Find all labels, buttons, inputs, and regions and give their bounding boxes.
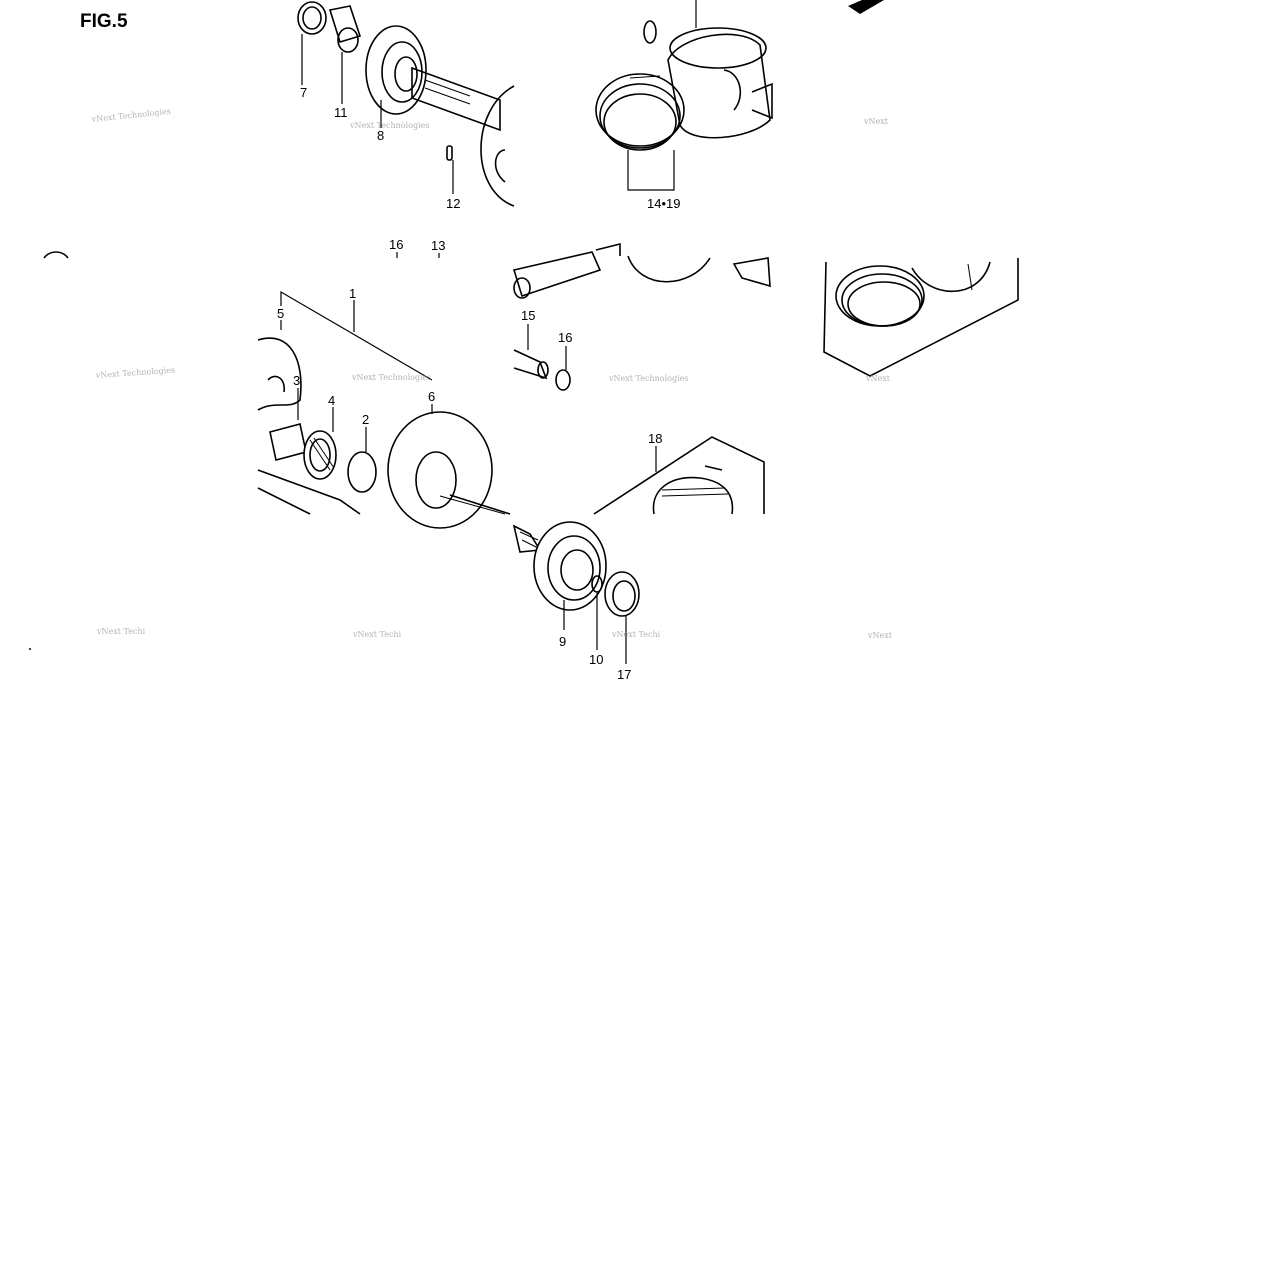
callout-7: 7 (300, 85, 307, 100)
callout-8: 8 (377, 128, 384, 143)
callout-17: 17 (617, 667, 631, 682)
callout-2: 2 (362, 412, 369, 427)
crankshaft-right-assembly (297, 1, 515, 207)
callouts-tile-4: 1 5 3 4 2 6 (277, 286, 435, 452)
crankshaft-bearing-assembly (512, 521, 640, 617)
figure-title: FIG.5 (80, 11, 128, 32)
ring-set-box (823, 258, 1019, 377)
callouts-tile-1: 7 11 8 12 (300, 34, 460, 211)
watermark: vNext Techi (611, 630, 661, 639)
callout-15: 15 (521, 308, 535, 323)
watermark: vNext Technologies (95, 365, 176, 380)
callout-3: 3 (293, 373, 300, 388)
callout-1: 1 (349, 286, 356, 301)
callouts-tile-8: 9 10 17 18 (559, 431, 662, 682)
watermark: vNext Techi (352, 630, 402, 639)
callout-16-top: 16 (389, 237, 403, 252)
callouts-tile-2: 14•19 (627, 150, 680, 211)
callout-18: 18 (648, 431, 662, 446)
crankshaft-left-assembly (257, 337, 511, 529)
watermark: vNext Technologies (90, 107, 171, 124)
piston-assembly (595, 0, 773, 151)
callout-4: 4 (328, 393, 335, 408)
callout-12: 12 (446, 196, 460, 211)
watermark: vNext (865, 374, 891, 383)
piston-kit-box (593, 436, 765, 515)
callouts-mid-top: 16 13 (389, 237, 445, 258)
watermark: vNext Technologies (349, 121, 429, 130)
callouts-tile-5: 15 16 (521, 308, 572, 370)
watermark: vNext Techi (96, 627, 146, 636)
callout-13: 13 (431, 238, 445, 253)
piston-pin-assembly (512, 242, 771, 391)
callout-14-19: 14•19 (647, 196, 680, 211)
callout-6: 6 (428, 389, 435, 404)
front-arrow-icon (848, 0, 884, 14)
watermark: vNext Technologies (351, 373, 431, 382)
callout-5: 5 (277, 306, 284, 321)
callout-10: 10 (589, 652, 603, 667)
arc-fragment (43, 251, 69, 259)
watermark: vNext (863, 117, 889, 126)
stray-dot (29, 648, 31, 650)
callout-9: 9 (559, 634, 566, 649)
callout-11: 11 (334, 105, 348, 120)
watermark: vNext Technologies (608, 374, 688, 383)
callout-16: 16 (558, 330, 572, 345)
watermark: vNext (867, 631, 893, 640)
